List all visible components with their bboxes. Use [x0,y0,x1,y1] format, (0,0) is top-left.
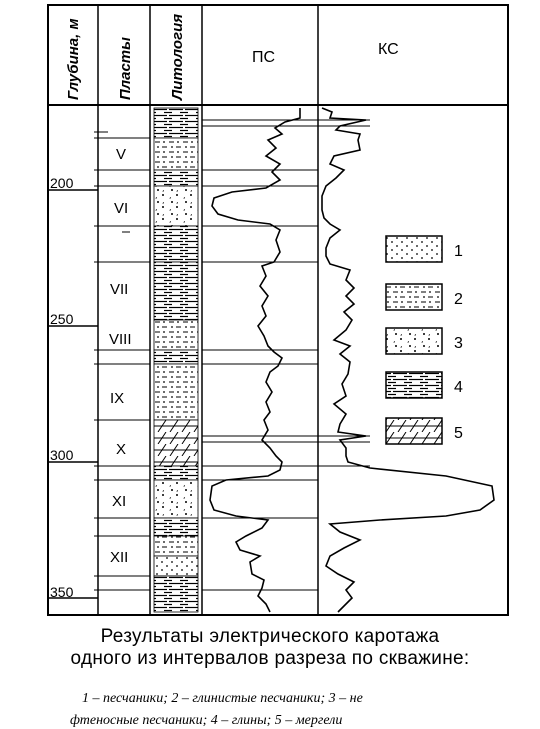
header-layers: Пласты [117,37,134,100]
layer-label-vii: VII [110,281,128,298]
layer-label-xi: XI [112,493,126,510]
frame-border [47,4,509,616]
legend-number-1: 1 [454,243,463,260]
legend-number-5: 5 [454,425,463,442]
lith-clay [153,169,199,187]
layer-boundaries [94,131,150,591]
legend-box-clay [385,371,443,399]
legend [385,235,443,445]
lith-clay [153,465,199,481]
lith-clay [153,349,199,365]
caption-legend-line2: фтеносные песчаники; 4 – глины; 5 – мерг… [70,713,343,728]
lith-clay [153,107,199,139]
ps-curve [209,108,301,613]
lith-clayey-sand [153,319,199,351]
layer-label-x: X [116,441,126,458]
legend-number-2: 2 [454,291,463,308]
layer-label-ix: IX [110,390,124,407]
depth-label-200: 200 [50,175,74,191]
header-lithology: Литология [169,14,186,101]
layer-label-vi: VI [114,200,128,217]
depth-label-250: 250 [50,311,74,327]
lithology-column [153,107,199,613]
log-frame [47,4,509,616]
lith-clayey-sand [153,137,199,171]
lith-clay [153,517,199,537]
legend-number-3: 3 [454,335,463,352]
depth-label-300: 300 [50,447,74,463]
column-headers: Глубина, м Пласты Литология [65,14,186,101]
layer-label-viii: VIII [109,331,132,348]
depth-label-350: 350 [50,584,74,600]
legend-box-oil-sand [385,327,443,355]
lith-oil-sand [153,185,199,227]
caption-legend-line1: 1 – песчаники; 2 – глинистые песчаники; … [82,691,363,706]
lith-clay [153,575,199,613]
depth-scale: 200 250 300 350 [48,175,98,600]
legend-box-clayey-sand [385,283,443,311]
legend-box-sand [385,235,443,263]
legend-number-4: 4 [454,379,463,396]
lith-oil-sand [153,479,199,519]
ks-curve [321,107,495,613]
lith-clayey-sand [153,535,199,557]
lith-marl [153,419,199,467]
layer-label-v: V [116,146,126,163]
layer-labels: V VI VII VIII IX X XI XII [109,146,132,566]
caption-title-line1: Результаты электрического каротажа [100,626,440,647]
header-ps: ПС [252,49,275,66]
lith-clay [153,261,199,321]
track-boundaries [202,119,370,591]
lith-clayey-sand [153,363,199,421]
legend-box-marl [385,417,443,445]
caption-title-line2: одного из интервалов разреза по скважине… [70,648,470,669]
lith-clay [153,225,199,263]
header-ks: КС [378,41,399,58]
layer-label-xii: XII [110,549,128,566]
lith-sand [153,555,199,577]
legend-numbers: 1 2 3 4 5 [454,243,463,442]
header-depth: Глубина, м [65,18,82,100]
